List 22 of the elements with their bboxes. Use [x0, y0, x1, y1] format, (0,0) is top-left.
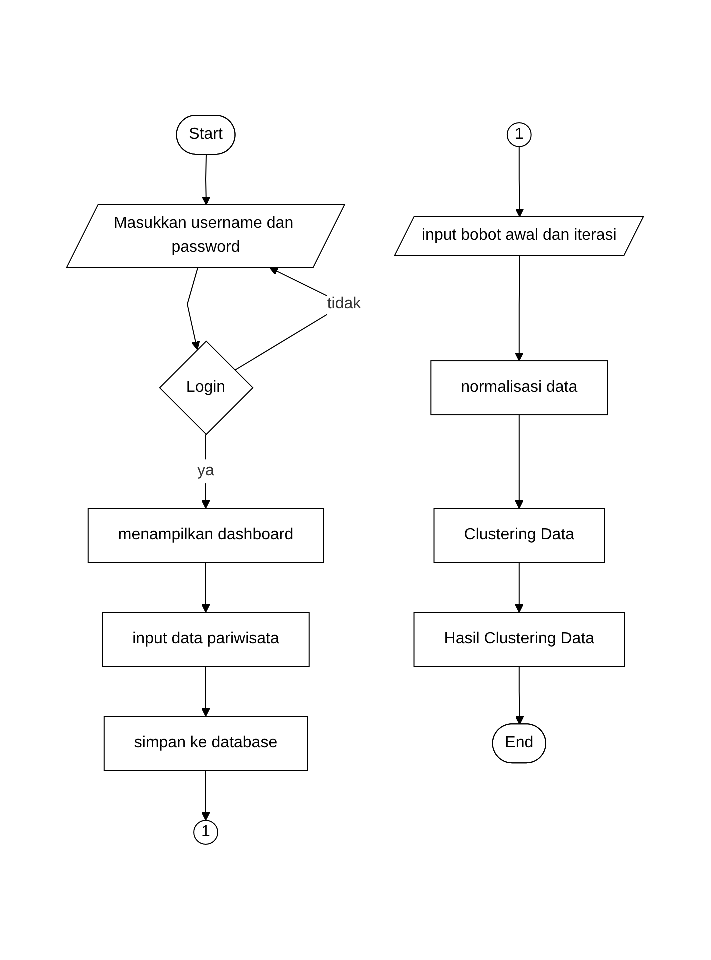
- arrow: [515, 255, 524, 362]
- arrow: [202, 154, 211, 206]
- edge-label: tidak: [327, 295, 362, 312]
- arrow: [202, 562, 210, 613]
- arrow: [187, 267, 200, 350]
- arrow: [515, 562, 524, 613]
- arrow: [515, 414, 524, 509]
- node-box: normalisasi data: [430, 360, 608, 416]
- arrow: [515, 146, 524, 218]
- node-box: menampilkan dashboard: [88, 508, 324, 564]
- arrow: [202, 770, 210, 821]
- edge-label: ya: [198, 462, 215, 480]
- node-box: simpan ke database: [104, 716, 308, 772]
- arrow: [515, 666, 524, 725]
- node-circle: 1: [194, 820, 219, 845]
- arrow: [202, 666, 210, 717]
- node-circle: 1: [507, 122, 532, 148]
- arrow: [202, 434, 210, 509]
- node-box: input data pariwisata: [102, 612, 310, 668]
- node-box: Clustering Data: [434, 508, 606, 564]
- node-diamond: Login: [159, 340, 254, 436]
- node-box: Hasil Clustering Data: [414, 612, 626, 668]
